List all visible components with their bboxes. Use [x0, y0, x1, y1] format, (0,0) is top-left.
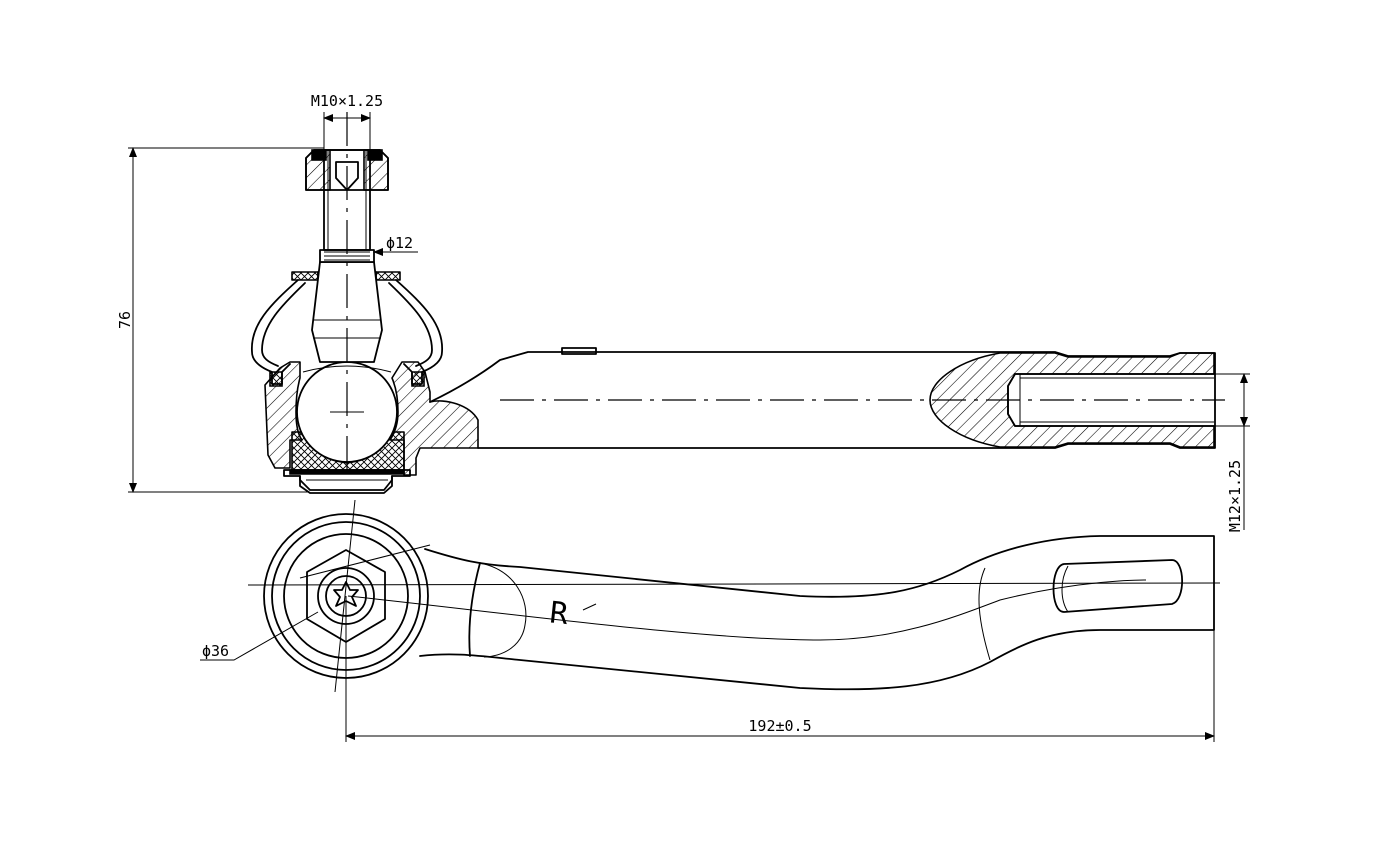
tie-rod-arm [429, 347, 1216, 449]
dim-inner-thread: M12×1.25 [1214, 373, 1250, 532]
side-marking: R [548, 595, 571, 632]
top-view: R ϕ36 192±0.5 [200, 499, 1221, 742]
dim-stud-diameter-label: ϕ12 [386, 234, 413, 252]
dim-length-label: 192±0.5 [748, 717, 811, 735]
dim-stud-diameter: ϕ12 [373, 234, 418, 256]
section-view: M10×1.25 ϕ12 76 M12×1.25 [116, 92, 1250, 532]
dim-outer-diameter-label: ϕ36 [202, 642, 229, 660]
socket-housing [264, 361, 479, 494]
dim-height-label: 76 [116, 311, 134, 329]
dim-outer-diameter: ϕ36 [200, 611, 319, 661]
dim-thread-top: M10×1.25 [311, 92, 383, 150]
dim-inner-thread-label: M12×1.25 [1226, 460, 1244, 532]
dim-thread-top-label: M10×1.25 [311, 92, 383, 110]
dim-height: 76 [116, 147, 324, 493]
dim-length: 192±0.5 [345, 596, 1215, 742]
ball-stud [311, 149, 383, 363]
housing-round [263, 513, 429, 679]
arm-top-outline: R [419, 535, 1215, 691]
castle-nut [305, 149, 389, 191]
